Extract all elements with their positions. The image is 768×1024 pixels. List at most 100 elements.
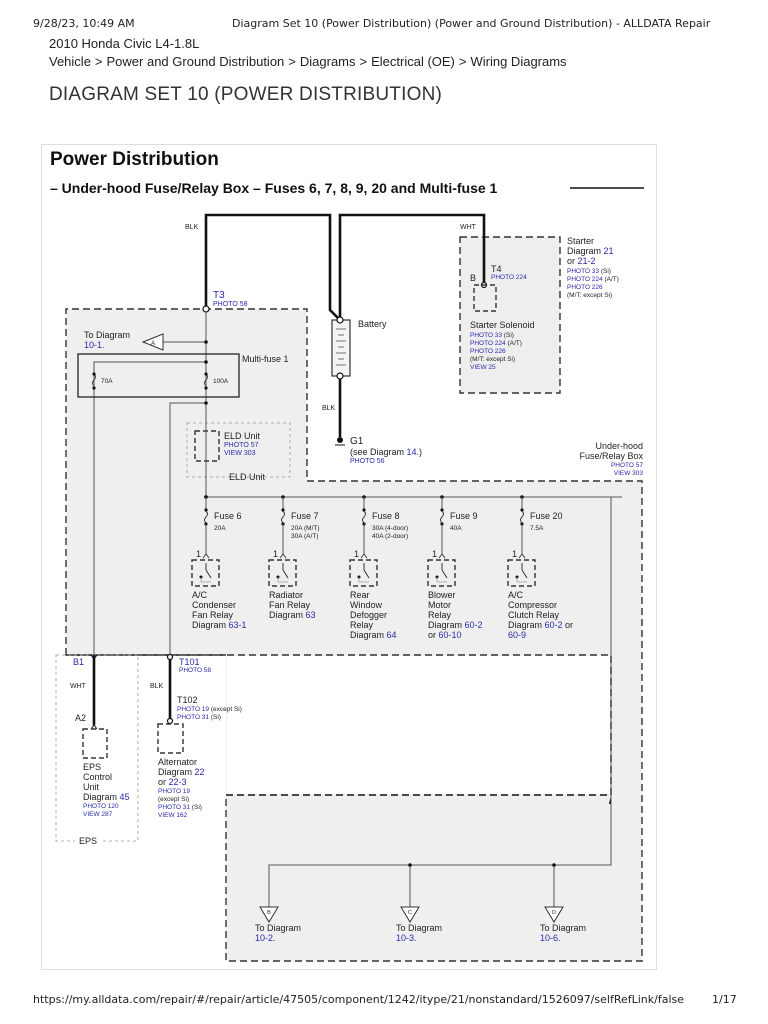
- connector-letter: D: [552, 910, 556, 916]
- diagram-subtitle: – Under-hood Fuse/Relay Box – Fuses 6, 7…: [50, 180, 498, 196]
- fuse-name: Fuse 7: [291, 511, 319, 521]
- relay-diagram-link[interactable]: 64: [387, 630, 397, 640]
- wire-label-blk-t3: BLK: [185, 224, 199, 231]
- relay-pin: 1: [196, 549, 201, 559]
- relay-icon: [427, 559, 456, 587]
- t4-photo-link[interactable]: PHOTO 224: [491, 274, 527, 281]
- t3-battery-wire: [204, 213, 341, 321]
- relay-desc: Relay: [350, 620, 374, 630]
- alternator-diagram-link[interactable]: 22: [195, 767, 205, 777]
- wire-label-blk-ground: BLK: [322, 405, 336, 412]
- connector-link[interactable]: 10-3.: [396, 933, 417, 943]
- print-footer-page: 1/17: [712, 993, 737, 1006]
- connector-text: To Diagram: [255, 923, 301, 933]
- relay-diagram-link[interactable]: 63: [306, 610, 316, 620]
- solenoid-view-link[interactable]: VIEW 25: [470, 364, 496, 371]
- fusebox-view-link[interactable]: VIEW 303: [614, 470, 644, 477]
- relay-desc: Rear: [350, 590, 370, 600]
- solenoid-note: (M/T: except Si): [470, 356, 515, 363]
- relay-diagram-link[interactable]: 63-1: [229, 620, 247, 630]
- breadcrumb-item[interactable]: Wiring Diagrams: [470, 54, 567, 69]
- t102-photo-2-link[interactable]: PHOTO 31: [177, 714, 209, 721]
- alternator-view-link[interactable]: VIEW 162: [158, 812, 188, 819]
- breadcrumb-item[interactable]: Power and Ground Distribution: [106, 54, 285, 69]
- connector-link[interactable]: 10-6.: [540, 933, 561, 943]
- connector-a-icon: [141, 333, 164, 351]
- t102-photo-1-link[interactable]: PHOTO 19: [177, 706, 209, 713]
- alternator-symbol: [157, 723, 184, 754]
- eps-desc-3: Unit: [83, 782, 100, 792]
- lower-bus-wire: [268, 803, 612, 907]
- battery-symbol: [331, 319, 351, 377]
- relay-desc: Compressor: [508, 600, 557, 610]
- connector-link[interactable]: 10-2.: [255, 933, 276, 943]
- relay-diagram-link[interactable]: 60-2: [465, 620, 483, 630]
- t3-photo-link[interactable]: PHOTO 58: [213, 301, 248, 308]
- print-footer-url: https://my.alldata.com/repair/#/repair/a…: [33, 993, 685, 1006]
- starter-or-link[interactable]: 21-2: [578, 256, 596, 266]
- starter-photo-1-link[interactable]: PHOTO 33: [567, 268, 599, 275]
- relay-desc: Blower: [428, 590, 456, 600]
- alternator-or: or 22-3: [158, 777, 187, 787]
- relay-diagram-link[interactable]: 60-10: [439, 630, 462, 640]
- fusebox-label-2: Fuse/Relay Box: [579, 451, 643, 461]
- multifuse-70a-rating: 70A: [101, 378, 113, 385]
- wire-label-wht-eps: WHT: [70, 683, 87, 690]
- starter-battery-wire: [338, 213, 486, 320]
- relay-desc: A/C: [508, 590, 524, 600]
- alternator-or-link[interactable]: 22-3: [169, 777, 187, 787]
- starter-photo-2-link[interactable]: PHOTO 224: [567, 276, 603, 283]
- connector-a-letter: A: [151, 341, 155, 347]
- fusebox-photo-link[interactable]: PHOTO 57: [611, 462, 643, 469]
- breadcrumb-item[interactable]: Electrical (OE): [371, 54, 455, 69]
- breadcrumb-item[interactable]: Diagrams: [299, 54, 356, 69]
- to-diagram-a-text: To Diagram: [84, 330, 130, 340]
- relay-diagram-link[interactable]: 60-2: [545, 620, 563, 630]
- to-diagram-a-link[interactable]: 10-1.: [84, 340, 105, 350]
- ground-photo-link[interactable]: PHOTO 56: [350, 458, 385, 465]
- eps-diagram-link[interactable]: 45: [120, 792, 130, 802]
- relay-diagram-link[interactable]: 60-9: [508, 630, 526, 640]
- connector-triangle-icon: [400, 906, 420, 923]
- fuse-rating: 30A (4-door): [372, 525, 408, 532]
- t101-photo-link[interactable]: PHOTO 58: [179, 667, 211, 674]
- relay-pin: 1: [432, 549, 437, 559]
- fuse-icon: [204, 510, 208, 524]
- starter-photo-1: PHOTO 33 (Si): [567, 268, 611, 275]
- alternator-photo-2-link[interactable]: PHOTO 31: [158, 804, 190, 811]
- solenoid-symbol: [473, 284, 497, 312]
- fuse-70a-icon: [92, 373, 96, 387]
- relay-desc: Motor: [428, 600, 451, 610]
- multifuse-box: [77, 353, 240, 398]
- solenoid-photo-2-link[interactable]: PHOTO 224: [470, 340, 506, 347]
- starter-photo-3-link[interactable]: PHOTO 226: [567, 284, 603, 291]
- alternator-photo-1-note: (except Si): [158, 796, 189, 803]
- eld-photo-link[interactable]: PHOTO 57: [224, 442, 259, 449]
- fusebox-label-1: Under-hood: [595, 441, 643, 451]
- relay-diagram-ref: Diagram 60-2 or: [508, 620, 573, 630]
- t102-photo-1: PHOTO 19 (except Si): [177, 706, 242, 713]
- breadcrumb-item[interactable]: Vehicle: [49, 54, 91, 69]
- relay-pin: 1: [354, 549, 359, 559]
- ground-name: G1: [350, 436, 364, 447]
- ground-diagram-link[interactable]: 14.: [407, 447, 420, 457]
- solenoid-photo-3-link[interactable]: PHOTO 226: [470, 348, 506, 355]
- breadcrumb-separator: >: [359, 54, 368, 69]
- fuse-rating: 30A (A/T): [291, 533, 318, 540]
- eld-unit-symbol: [194, 430, 220, 462]
- starter-diagram-link[interactable]: 21: [604, 246, 614, 256]
- fuse-100a-icon: [204, 373, 208, 387]
- eps-view-link[interactable]: VIEW 287: [83, 811, 113, 818]
- connector-triangle-icon: [259, 906, 279, 923]
- eps-photo-link[interactable]: PHOTO 120: [83, 803, 119, 810]
- relay-pin: 1: [512, 549, 517, 559]
- t4-pin: B: [470, 273, 476, 283]
- eld-view-link[interactable]: VIEW 303: [224, 450, 256, 457]
- solenoid-photo-1-link[interactable]: PHOTO 33: [470, 332, 502, 339]
- alternator-photo-1-link[interactable]: PHOTO 19: [158, 788, 190, 795]
- vehicle-name: 2010 Honda Civic L4-1.8L: [49, 36, 200, 51]
- t4-name: T4: [491, 264, 502, 274]
